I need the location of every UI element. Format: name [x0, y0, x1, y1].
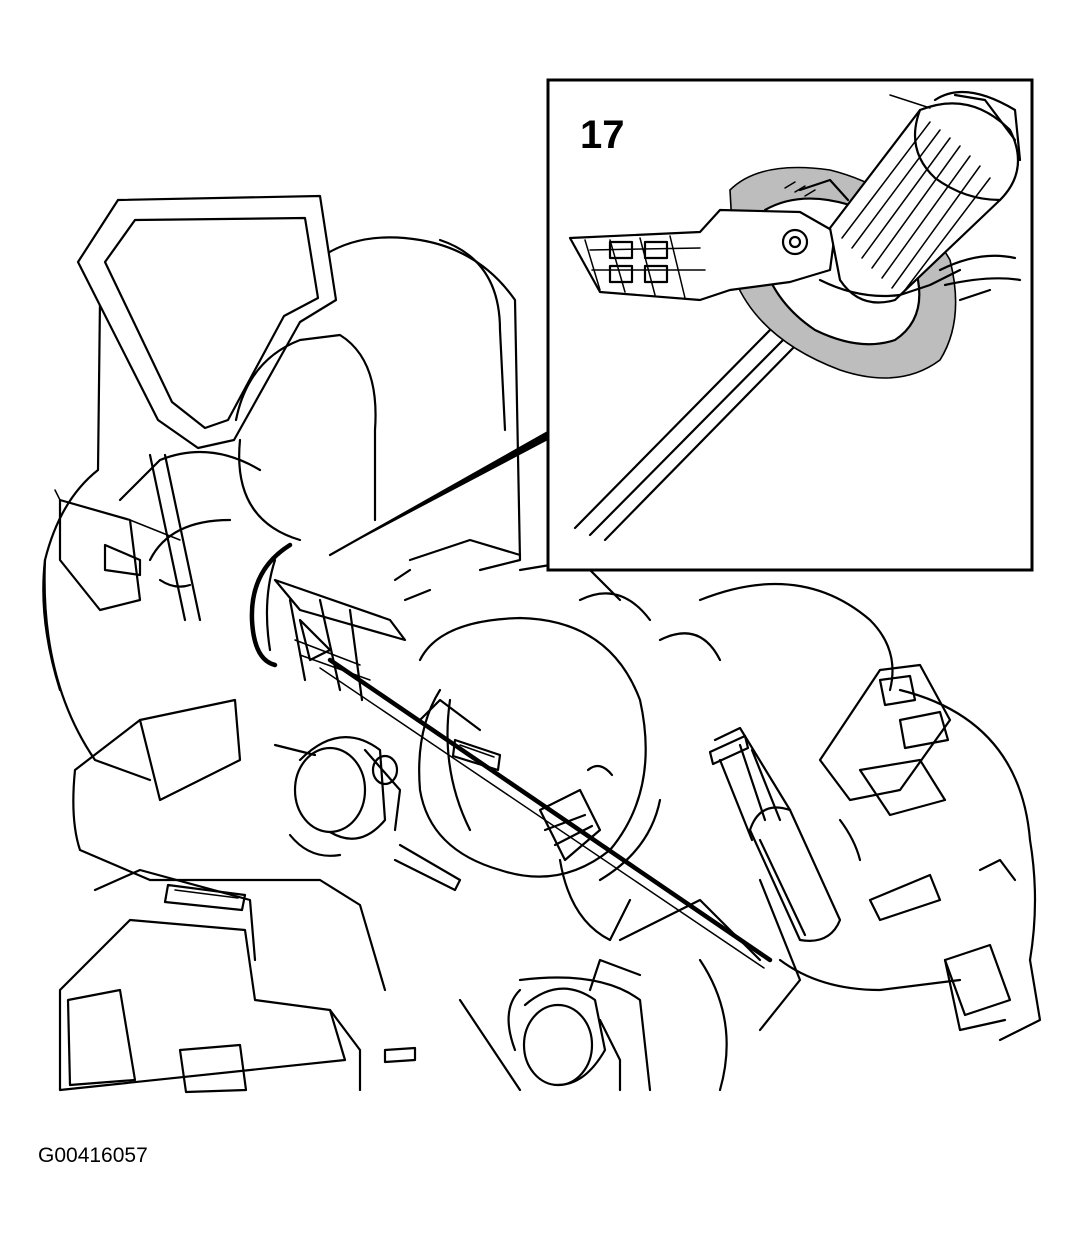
detail-inset: 17	[546, 78, 1034, 572]
figure-id: G00416057	[38, 1144, 148, 1167]
callout-pointer-edge	[328, 430, 550, 557]
main-assembly-drawing	[42, 194, 1042, 1094]
detail-number: 17	[580, 113, 625, 157]
